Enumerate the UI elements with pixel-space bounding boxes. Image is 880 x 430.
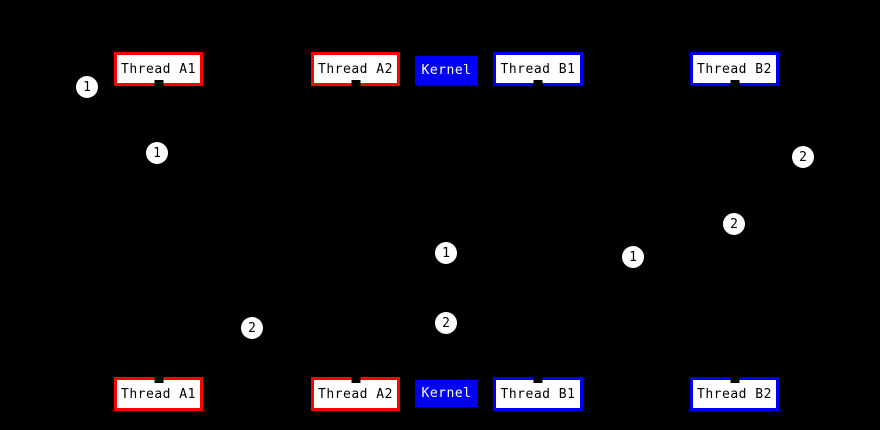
thread-a1-label: Thread A1: [121, 386, 196, 402]
thread-b1-label: Thread B1: [500, 61, 576, 77]
thread-a2-label: Thread A2: [318, 61, 393, 77]
kernel-box-bottom: Kernel: [415, 380, 478, 407]
kernel-label: Kernel: [421, 63, 472, 78]
thread-a1-box-top: Thread A1: [114, 52, 203, 86]
thread-b2-box-top: Thread B2: [690, 52, 779, 86]
thread-a2-label: Thread A2: [318, 386, 393, 402]
thread-b2-label: Thread B2: [697, 386, 772, 402]
step-marker-1: 1: [622, 246, 644, 268]
thread-a2-box-top: Thread A2: [311, 52, 400, 86]
thread-b1-box-bottom: Thread B1: [493, 377, 583, 411]
lifeline-stub: [351, 80, 360, 86]
step-marker-1: 1: [146, 142, 168, 164]
thread-b2-box-bottom: Thread B2: [690, 377, 779, 411]
step-marker-2: 2: [792, 146, 814, 168]
step-marker-1: 1: [435, 242, 457, 264]
thread-a1-box-bottom: Thread A1: [114, 377, 203, 411]
kernel-label: Kernel: [421, 386, 472, 401]
thread-b2-label: Thread B2: [697, 61, 772, 77]
step-marker-2: 2: [241, 317, 263, 339]
lifeline-stub: [730, 80, 739, 86]
kernel-box-top: Kernel: [415, 56, 478, 85]
thread-b1-label: Thread B1: [500, 386, 576, 402]
lifeline-stub: [533, 80, 543, 86]
step-marker-2: 2: [723, 213, 745, 235]
lifeline-stub: [351, 377, 360, 383]
thread-a1-label: Thread A1: [121, 61, 196, 77]
thread-a2-box-bottom: Thread A2: [311, 377, 400, 411]
step-marker-1: 1: [76, 76, 98, 98]
lifeline-stub: [154, 80, 163, 86]
lifeline-stub: [533, 377, 543, 383]
lifeline-stub: [730, 377, 739, 383]
lifeline-stub: [154, 377, 163, 383]
step-marker-2: 2: [435, 312, 457, 334]
thread-b1-box-top: Thread B1: [493, 52, 583, 86]
